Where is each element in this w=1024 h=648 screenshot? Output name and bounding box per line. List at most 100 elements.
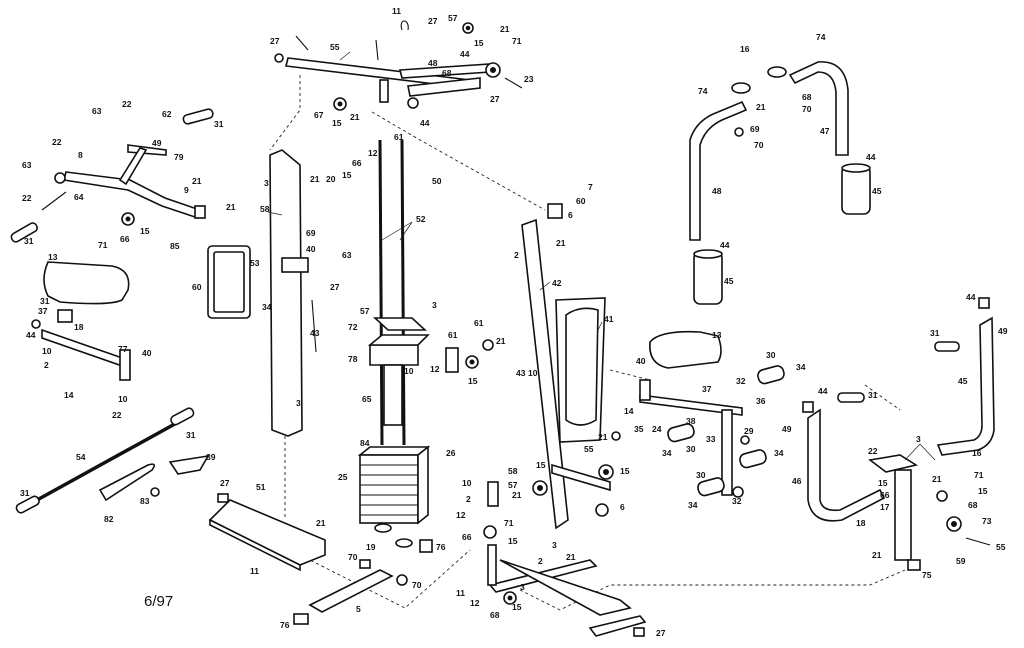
part-label: 50 <box>432 176 442 186</box>
part-label: 72 <box>348 322 358 332</box>
part-label: 68 <box>490 610 500 620</box>
part-label: 36 <box>756 396 766 406</box>
part-label: 44 <box>818 386 828 396</box>
front-upright <box>521 203 621 530</box>
part-label: 21 <box>566 552 576 562</box>
part-label: 2 <box>538 556 543 566</box>
part-label: 22 <box>112 410 122 420</box>
part-label: 40 <box>306 244 316 254</box>
part-label: 31 <box>186 430 196 440</box>
part-label: 57 <box>360 306 370 316</box>
part-label: 15 <box>474 38 484 48</box>
part-label: 10 <box>528 368 538 378</box>
part-label: 27 <box>490 94 500 104</box>
part-label: 15 <box>620 466 630 476</box>
part-label: 21 <box>556 238 566 248</box>
part-label: 70 <box>754 140 764 150</box>
part-label: 42 <box>552 278 562 288</box>
part-label: 21 <box>512 490 522 500</box>
part-label: 45 <box>724 276 734 286</box>
part-label: 45 <box>958 376 968 386</box>
butterfly-arms <box>802 297 995 571</box>
part-label: 51 <box>256 482 266 492</box>
part-label: 33 <box>706 434 716 444</box>
part-label: 27 <box>428 16 438 26</box>
part-label: 3 <box>432 300 437 310</box>
part-label: 44 <box>720 240 730 250</box>
part-label: 27 <box>220 478 230 488</box>
part-label: 22 <box>122 99 132 109</box>
part-label: 27 <box>270 36 280 46</box>
part-label: 75 <box>922 570 932 580</box>
part-label: 27 <box>656 628 666 638</box>
part-label: 37 <box>702 384 712 394</box>
weight-stack <box>357 139 433 586</box>
part-label: 13 <box>712 330 722 340</box>
part-label: 44 <box>866 152 876 162</box>
part-label: 76 <box>280 620 290 630</box>
part-label: 53 <box>250 258 260 268</box>
part-label: 84 <box>360 438 370 448</box>
part-label: 79 <box>174 152 184 162</box>
part-label: 66 <box>462 532 472 542</box>
part-label: 16 <box>972 448 982 458</box>
part-label: 27 <box>330 282 340 292</box>
part-label: 66 <box>352 158 362 168</box>
part-label: 12 <box>456 510 466 520</box>
part-label: 68 <box>802 92 812 102</box>
part-label: 3 <box>552 540 557 550</box>
part-label: 10 <box>404 366 414 376</box>
right-seat <box>639 330 785 498</box>
part-label: 13 <box>48 252 58 262</box>
part-label: 49 <box>998 326 1008 336</box>
part-label: 59 <box>956 556 966 566</box>
part-label: 15 <box>140 226 150 236</box>
part-label: 31 <box>24 236 34 246</box>
part-label: 78 <box>348 354 358 364</box>
part-label: 3 <box>916 434 921 444</box>
part-label: 66 <box>120 234 130 244</box>
part-label: 61 <box>474 318 484 328</box>
part-label: 71 <box>98 240 108 250</box>
part-label: 7 <box>588 182 593 192</box>
part-label: 20 <box>326 174 336 184</box>
part-label: 21 <box>756 102 766 112</box>
part-label: 2 <box>466 494 471 504</box>
part-label: 14 <box>624 406 634 416</box>
part-label: 47 <box>820 126 830 136</box>
part-label: 60 <box>576 196 586 206</box>
part-label: 70 <box>802 104 812 114</box>
part-label: 21 <box>872 550 882 560</box>
part-label: 71 <box>512 36 522 46</box>
part-label: 63 <box>342 250 352 260</box>
left-press-arm <box>10 108 214 243</box>
part-label: 67 <box>314 110 324 120</box>
part-label: 64 <box>74 192 84 202</box>
part-label: 60 <box>192 282 202 292</box>
part-label: 85 <box>170 241 180 251</box>
part-label: 11 <box>392 6 401 16</box>
part-label: 43 <box>310 328 320 338</box>
part-label: 10 <box>42 346 52 356</box>
part-label: 16 <box>740 44 750 54</box>
part-label: 52 <box>416 214 426 224</box>
rear-upright <box>207 149 317 437</box>
part-label: 24 <box>652 424 662 434</box>
part-label: 34 <box>796 362 806 372</box>
part-label: 11 <box>250 566 259 576</box>
part-label: 22 <box>22 193 32 203</box>
part-label: 66 <box>880 490 890 500</box>
part-label: 55 <box>584 444 594 454</box>
part-label: 48 <box>712 186 722 196</box>
part-label: 76 <box>436 542 446 552</box>
part-label: 19 <box>366 542 376 552</box>
part-label: 34 <box>262 302 272 312</box>
part-label: 39 <box>206 452 216 462</box>
part-label: 63 <box>92 106 102 116</box>
part-label: 77 <box>118 344 128 354</box>
part-label: 63 <box>22 160 32 170</box>
part-label: 43 <box>516 368 526 378</box>
foam-rollers <box>667 365 785 497</box>
part-label: 55 <box>996 542 1006 552</box>
part-label: 17 <box>880 502 890 512</box>
